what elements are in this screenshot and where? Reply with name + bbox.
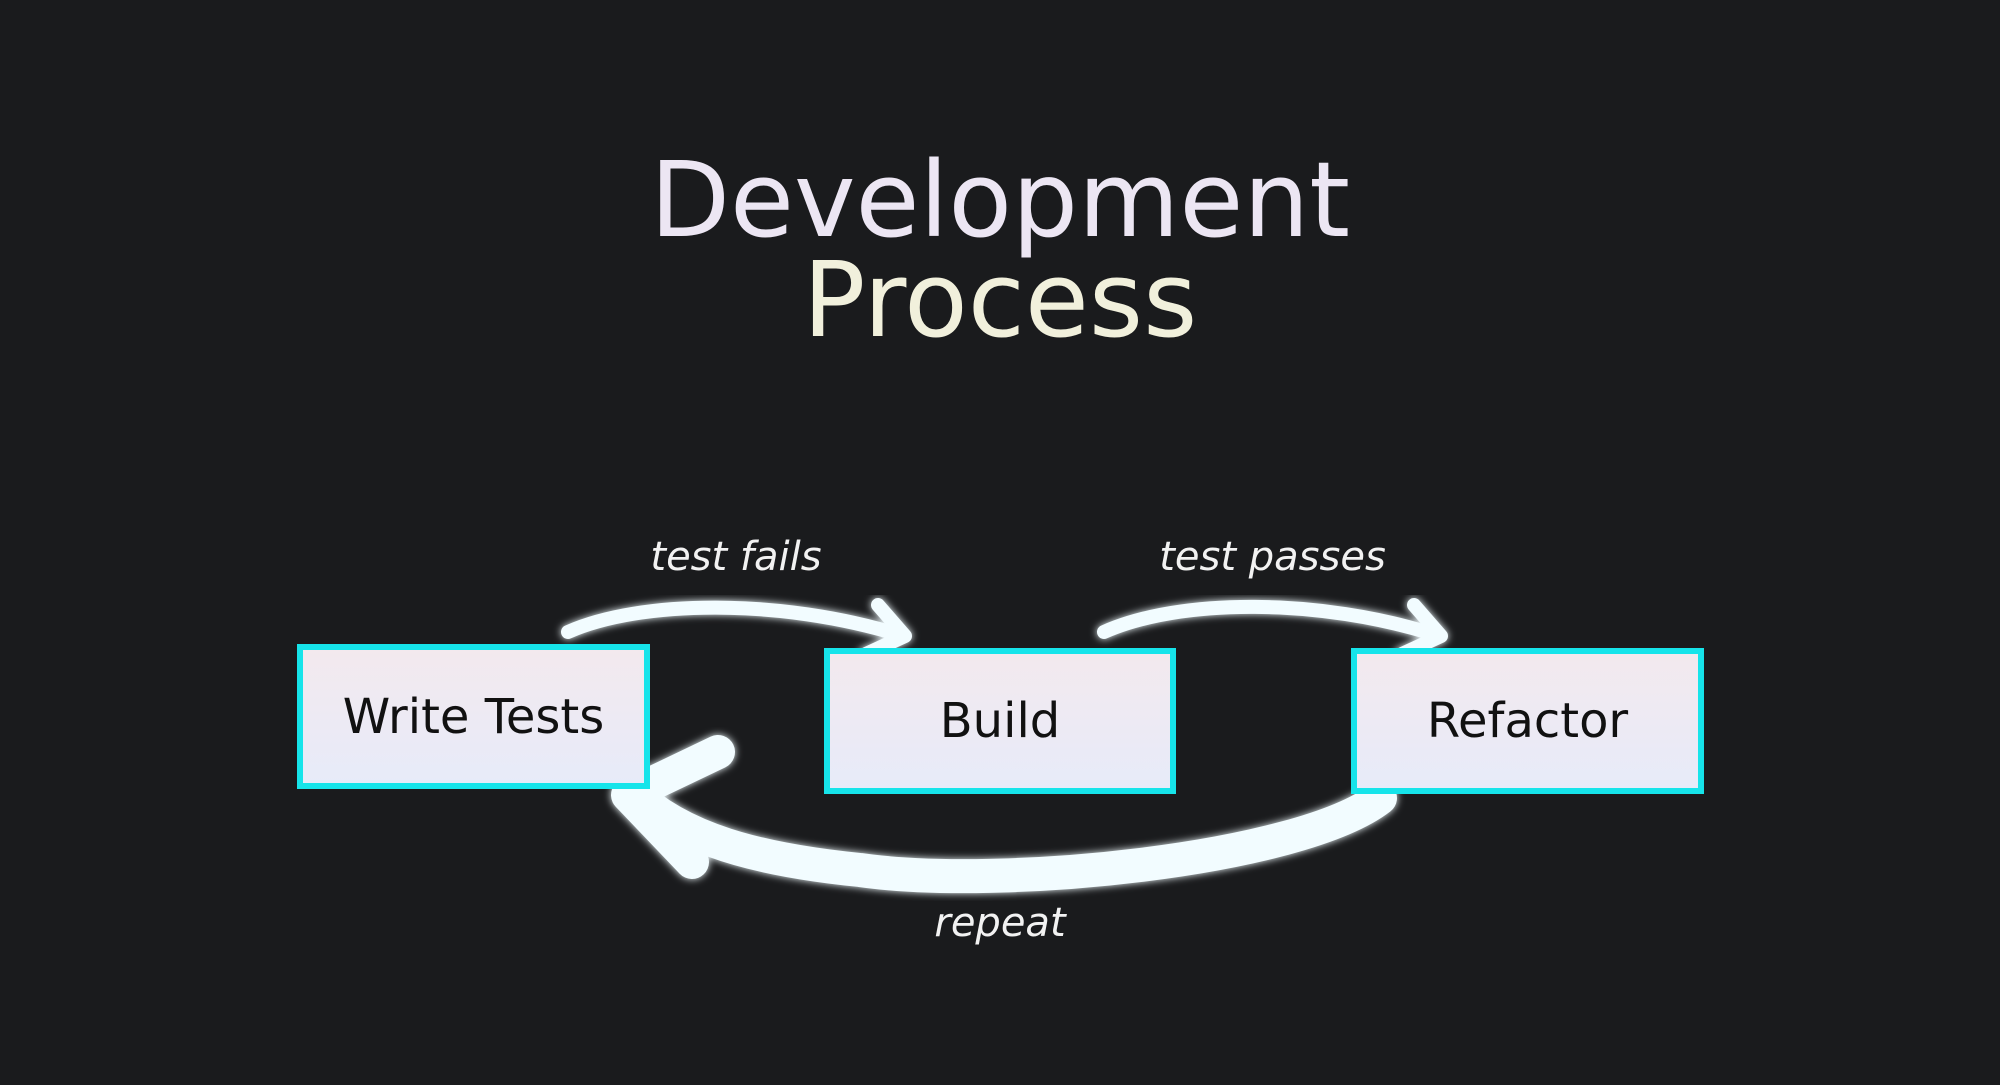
step-build-label: Build [939, 693, 1061, 749]
step-write-tests-label: Write Tests [342, 688, 605, 745]
step-refactor: Refactor [1351, 648, 1704, 794]
step-refactor-label: Refactor [1426, 693, 1629, 749]
step-build: Build [824, 648, 1176, 794]
arrow-test-passes [1097, 598, 1448, 661]
title-line-2: Process [802, 239, 1198, 361]
label-test-passes: test passes [1159, 534, 1386, 580]
step-write-tests: Write Tests [297, 644, 650, 789]
label-test-fails: test fails [650, 534, 822, 580]
label-repeat: repeat [934, 900, 1066, 946]
title-line-1: Development [649, 139, 1351, 261]
